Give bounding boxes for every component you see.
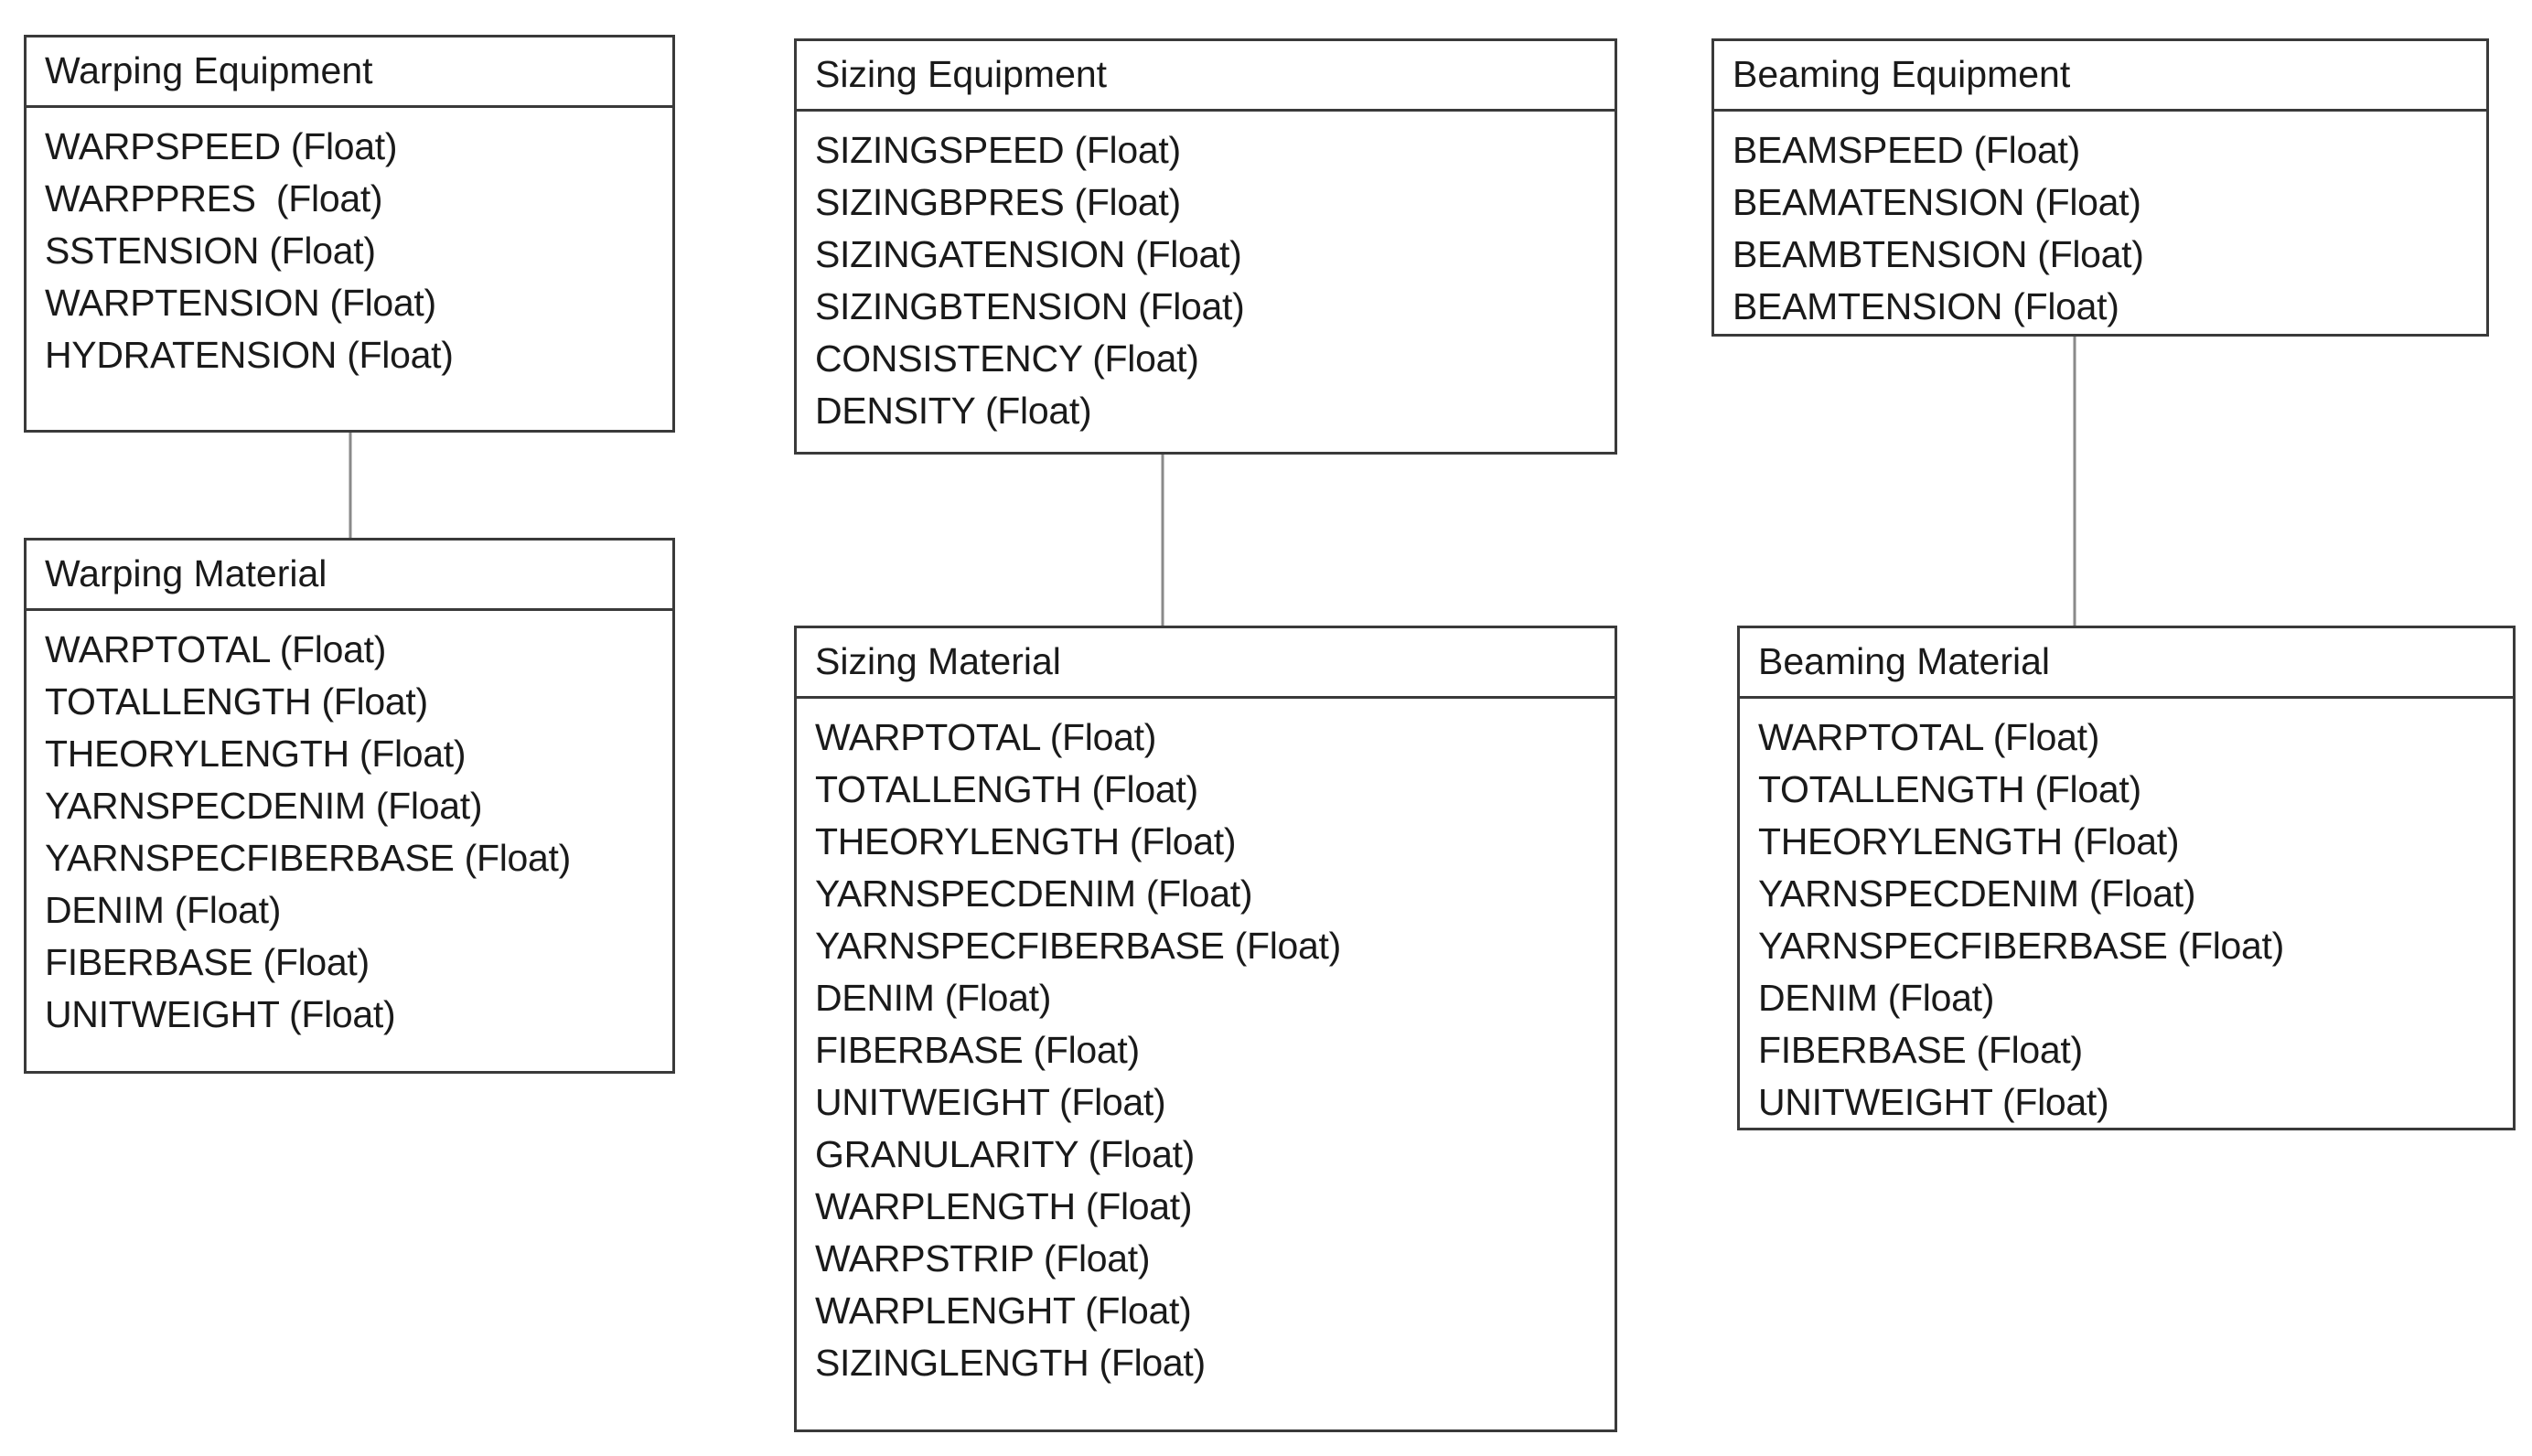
attribute-item: UNITWEIGHT (Float) [1758, 1081, 2109, 1123]
entity-sizing-material: Sizing Material WARPTOTAL (Float) TOTALLE… [794, 626, 1617, 1432]
attribute-item: WARPTENSION (Float) [45, 282, 436, 324]
attribute-item: TOTALLENGTH (Float) [815, 768, 1198, 810]
entity-title: Beaming Material [1740, 628, 2513, 699]
attribute-item: WARPLENGTH (Float) [815, 1185, 1193, 1227]
attribute-item: CONSISTENCY (Float) [815, 337, 1199, 380]
attribute-item: SSTENSION (Float) [45, 230, 376, 272]
attribute-item: THEORYLENGTH (Float) [1758, 820, 2180, 862]
attribute-item: WARPSTRIP (Float) [815, 1237, 1151, 1279]
attribute-item: DENIM (Float) [1758, 977, 1995, 1019]
attribute-item: HYDRATENSION (Float) [45, 334, 454, 376]
attribute-item: BEAMTENSION (Float) [1733, 285, 2119, 327]
attribute-list: WARPTOTAL (Float) TOTALLENGTH (Float) THEO… [797, 699, 1615, 1389]
attribute-item: BEAMATENSION (Float) [1733, 181, 2141, 223]
attribute-item: DENSITY (Float) [815, 390, 1092, 432]
attribute-list: SIZINGSPEED (Float) SIZINGBPRES (Float) SI… [797, 112, 1615, 437]
entity-title: Warping Equipment [27, 37, 672, 108]
attribute-item: GRANULARITY (Float) [815, 1133, 1196, 1175]
attribute-item: TOTALLENGTH (Float) [45, 680, 428, 723]
entity-title: Sizing Material [797, 628, 1615, 699]
attribute-item: YARNSPECDENIM (Float) [815, 873, 1253, 915]
attribute-item: YARNSPECDENIM (Float) [1758, 873, 2196, 915]
attribute-list: WARPTOTAL (Float) TOTALLENGTH (Float) THEO… [1740, 699, 2513, 1129]
attribute-item: WARPLENGHT (Float) [815, 1290, 1192, 1332]
attribute-item: DENIM (Float) [815, 977, 1052, 1019]
attribute-item: YARNSPECFIBERBASE (Float) [1758, 925, 2284, 967]
entity-beaming-equipment: Beaming Equipment BEAMSPEED (Float) BEAMA… [1711, 38, 2489, 337]
attribute-list: WARPSPEED (Float) WARPPRES (Float) SSTENSI… [27, 108, 672, 381]
attribute-list: BEAMSPEED (Float) BEAMATENSION (Float) BEA… [1714, 112, 2486, 333]
attribute-item: FIBERBASE (Float) [1758, 1029, 2083, 1071]
attribute-item: SIZINGATENSION (Float) [815, 233, 1242, 275]
attribute-item: YARNSPECFIBERBASE (Float) [45, 837, 571, 879]
entity-warping-material: Warping Material WARPTOTAL (Float) TOTALL… [24, 538, 675, 1074]
entity-warping-equipment: Warping Equipment WARPSPEED (Float) WARPP… [24, 35, 675, 433]
attribute-item: FIBERBASE (Float) [45, 941, 370, 983]
entity-title: Beaming Equipment [1714, 41, 2486, 112]
attribute-item: SIZINGLENGTH (Float) [815, 1342, 1206, 1384]
attribute-item: YARNSPECDENIM (Float) [45, 785, 483, 827]
attribute-item: SIZINGBPRES (Float) [815, 181, 1181, 223]
entity-sizing-equipment: Sizing Equipment SIZINGSPEED (Float)SIZI… [794, 38, 1617, 455]
attribute-item: DENIM (Float) [45, 889, 282, 931]
entity-beaming-material: Beaming Material WARPTOTAL (Float) TOTALL… [1737, 626, 2516, 1130]
attribute-item: SIZINGBTENSION (Float) [815, 285, 1245, 327]
attribute-item: YARNSPECFIBERBASE (Float) [815, 925, 1341, 967]
attribute-item: THEORYLENGTH (Float) [815, 820, 1237, 862]
attribute-item: FIBERBASE (Float) [815, 1029, 1140, 1071]
entity-title: Sizing Equipment [797, 41, 1615, 112]
attribute-item: WARPSPEED (Float) [45, 125, 398, 167]
attribute-item: TOTALLENGTH (Float) [1758, 768, 2141, 810]
attribute-item: WARPTOTAL (Float) [815, 716, 1157, 758]
attribute-item: WARPPRES (Float) [45, 177, 383, 219]
entity-title: Warping Material [27, 541, 672, 611]
attribute-list: WARPTOTAL (Float) TOTALLENGTH (Float) THEO… [27, 611, 672, 1041]
attribute-item: WARPTOTAL (Float) [1758, 716, 2100, 758]
attribute-item: BEAMSPEED (Float) [1733, 129, 2080, 171]
attribute-item: UNITWEIGHT (Float) [815, 1081, 1166, 1123]
attribute-item: WARPTOTAL (Float) [45, 628, 387, 670]
attribute-item: THEORYLENGTH (Float) [45, 733, 467, 775]
attribute-item: BEAMBTENSION (Float) [1733, 233, 2144, 275]
attribute-item: SIZINGSPEED (Float) [815, 129, 1181, 171]
attribute-item: UNITWEIGHT (Float) [45, 993, 396, 1035]
